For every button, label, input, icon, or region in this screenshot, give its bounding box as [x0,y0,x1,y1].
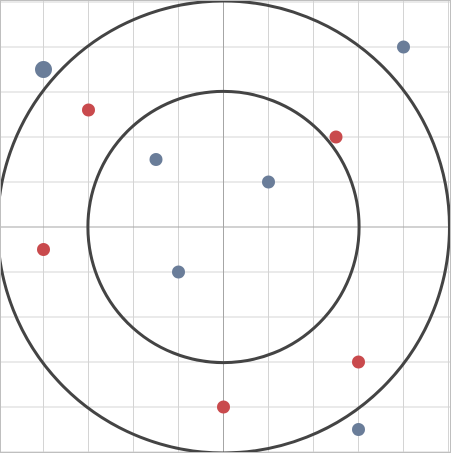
inner-ring [86,89,361,365]
blue-point[interactable] [352,423,365,436]
points[interactable] [35,40,410,437]
blue-point[interactable] [172,265,185,279]
red-point[interactable] [329,130,343,144]
blue-point[interactable] [262,175,275,189]
red-point[interactable] [352,355,365,369]
red-point[interactable] [82,103,95,117]
blue-point[interactable] [149,153,163,166]
blue-point[interactable] [35,61,52,78]
red-point[interactable] [217,400,230,414]
blue-point[interactable] [397,40,410,54]
red-point[interactable] [37,243,50,256]
